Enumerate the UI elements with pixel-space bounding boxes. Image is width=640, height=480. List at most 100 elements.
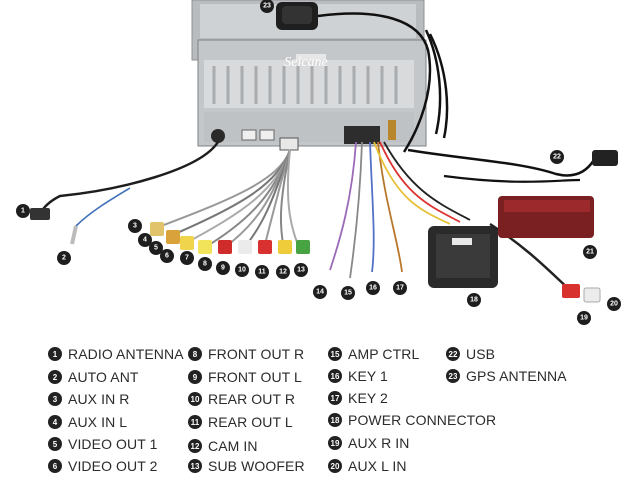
svg-text:15: 15 — [344, 290, 352, 297]
marker-22: 22 — [550, 150, 564, 164]
legend-number: 9 — [188, 370, 202, 384]
legend-label: FRONT OUT L — [208, 369, 302, 385]
legend-label: REAR OUT R — [208, 391, 296, 407]
marker-6: 6 — [160, 249, 174, 263]
legend-number: 11 — [188, 415, 202, 429]
harness-illustration: Seicane — [16, 0, 621, 325]
radio-antenna-plug — [30, 208, 50, 220]
marker-18: 18 — [467, 293, 481, 307]
legend-item-aux-in-l: 4 AUX IN L — [48, 412, 127, 432]
legend-number: 1 — [48, 347, 62, 361]
legend-number: 13 — [188, 459, 202, 473]
legend-item-cam-in: 12 CAM IN — [188, 436, 258, 456]
legend-label: RADIO ANTENNA — [68, 346, 184, 362]
legend-item-radio-antenna: 1 RADIO ANTENNA — [48, 344, 184, 364]
marker-1: 1 — [16, 204, 30, 218]
svg-text:20: 20 — [610, 301, 618, 308]
legend-number: 16 — [328, 369, 342, 383]
legend-label: AUTO ANT — [68, 369, 139, 385]
svg-text:5: 5 — [154, 245, 158, 252]
marker-11: 11 — [255, 265, 269, 279]
svg-text:23: 23 — [263, 3, 271, 10]
marker-20: 20 — [607, 297, 621, 311]
legend-number: 6 — [48, 459, 62, 473]
svg-text:13: 13 — [297, 267, 305, 274]
legend-label: VIDEO OUT 1 — [68, 436, 158, 452]
legend-number: 3 — [48, 392, 62, 406]
marker-8: 8 — [198, 257, 212, 271]
legend-label: VIDEO OUT 2 — [68, 458, 158, 474]
svg-text:6: 6 — [165, 253, 169, 260]
legend-number: 15 — [328, 347, 342, 361]
legend-item-video-out-2: 6 VIDEO OUT 2 — [48, 456, 158, 476]
marker-15: 15 — [341, 286, 355, 300]
svg-text:9: 9 — [221, 265, 225, 272]
legend-label: GPS ANTENNA — [466, 368, 567, 384]
marker-9: 9 — [216, 261, 230, 275]
control-wires — [329, 141, 471, 279]
svg-text:16: 16 — [369, 285, 377, 292]
svg-text:10: 10 — [238, 267, 246, 274]
marker-10: 10 — [235, 263, 249, 277]
radio-antenna-cable — [38, 141, 220, 215]
legend-label: CAM IN — [208, 438, 258, 454]
legend-item-rear-out-r: 10 REAR OUT R — [188, 389, 295, 409]
auto-ant-tip — [70, 225, 78, 245]
legend-item-power-connector: 18 POWER CONNECTOR — [328, 410, 496, 430]
brand-logo: Seicane — [284, 55, 328, 70]
legend-item-aux-l-in: 20 AUX L IN — [328, 456, 407, 476]
legend-number: 10 — [188, 392, 202, 406]
legend-number: 17 — [328, 391, 342, 405]
legend-number: 20 — [328, 459, 342, 473]
legend-label: KEY 1 — [348, 368, 388, 384]
legend-item-aux-r-in: 19 AUX R IN — [328, 433, 409, 453]
svg-text:7: 7 — [185, 255, 189, 262]
rca-plugs — [150, 222, 310, 254]
marker-23: 23 — [260, 0, 274, 13]
marker-12: 12 — [276, 265, 290, 279]
legend-label: KEY 2 — [348, 390, 388, 406]
legend-label: USB — [466, 346, 496, 362]
svg-text:1: 1 — [21, 208, 25, 215]
usb-plug — [592, 150, 618, 166]
marker-3: 3 — [128, 219, 142, 233]
svg-text:11: 11 — [258, 269, 266, 276]
svg-text:19: 19 — [580, 315, 588, 322]
legend-label: AMP CTRL — [348, 346, 420, 362]
svg-text:3: 3 — [133, 223, 137, 230]
legend-number: 23 — [446, 369, 460, 383]
legend-item-usb: 22 USB — [446, 344, 495, 364]
legend-item-gps-antenna: 23 GPS ANTENNA — [446, 366, 567, 386]
legend-label: POWER CONNECTOR — [348, 412, 497, 428]
svg-text:22: 22 — [553, 154, 561, 161]
legend-item-front-out-l: 9 FRONT OUT L — [188, 367, 302, 387]
marker-21: 21 — [583, 245, 597, 259]
marker-4: 4 — [138, 233, 152, 247]
legend-label: AUX L IN — [348, 458, 407, 474]
legend-label: AUX IN R — [68, 391, 130, 407]
gps-cable — [317, 12, 449, 153]
svg-text:17: 17 — [396, 285, 404, 292]
usb-box — [498, 196, 594, 238]
legend-label: AUX IN L — [68, 414, 128, 430]
legend-item-aux-in-r: 3 AUX IN R — [48, 389, 129, 409]
legend-number: 8 — [188, 347, 202, 361]
legend-label: AUX R IN — [348, 435, 410, 451]
svg-text:2: 2 — [62, 255, 66, 262]
legend-number: 19 — [328, 436, 342, 450]
marker-16: 16 — [366, 281, 380, 295]
gps-antenna-puck — [276, 2, 318, 30]
legend-item-amp-ctrl: 15 AMP CTRL — [328, 344, 419, 364]
legend-number: 4 — [48, 415, 62, 429]
legend-number: 22 — [446, 347, 460, 361]
legend-label: FRONT OUT R — [208, 346, 305, 362]
legend-number: 12 — [188, 439, 202, 453]
svg-text:12: 12 — [279, 269, 287, 276]
svg-text:18: 18 — [470, 297, 478, 304]
marker-7: 7 — [180, 251, 194, 265]
legend-number: 18 — [328, 413, 342, 427]
